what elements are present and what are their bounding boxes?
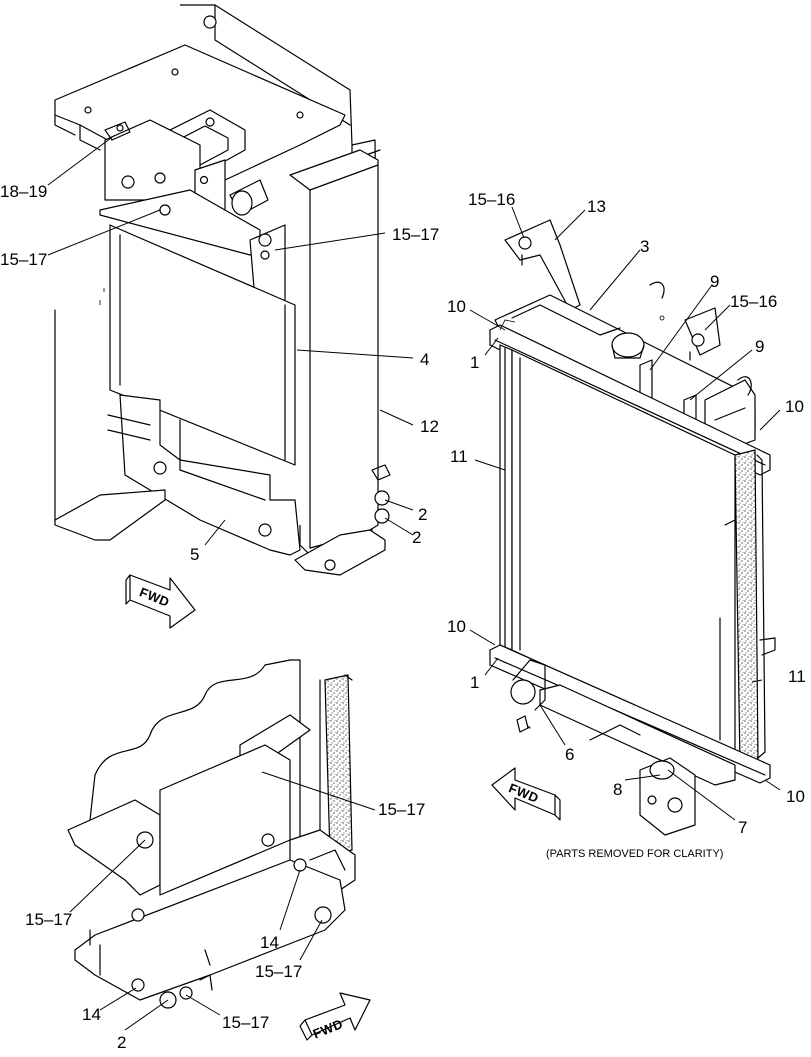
- callout-3: 3: [640, 237, 649, 256]
- callout-15-17-e: 15–17: [255, 962, 302, 981]
- callout-15-17-f: 15–17: [222, 1013, 269, 1032]
- callout-2-b: 2: [412, 528, 421, 547]
- callout-9-a: 9: [710, 272, 719, 291]
- callout-14-b: 14: [82, 1005, 101, 1024]
- callout-8: 8: [613, 780, 622, 799]
- callout-11-a: 11: [450, 447, 468, 466]
- callout-10-b: 10: [785, 397, 804, 416]
- callout-10-a: 10: [447, 297, 466, 316]
- callout-18-19: 18–19: [0, 182, 47, 201]
- callout-10-d: 10: [786, 787, 805, 806]
- callout-7: 7: [738, 818, 747, 837]
- callout-15-17-b: 15–17: [392, 225, 439, 244]
- detail-view: [67, 659, 356, 1009]
- leaders-right: [469, 206, 781, 821]
- leaders-top-left: [47, 134, 414, 546]
- radiator-assembly: [489, 219, 776, 836]
- callout-13: 13: [587, 197, 606, 216]
- callout-5: 5: [190, 545, 199, 564]
- fwd-arrow-right: FWD: [491, 767, 561, 821]
- callout-1-a: 1: [470, 353, 479, 372]
- fwd-arrow-top: FWD: [125, 574, 196, 629]
- callout-9-b: 9: [755, 337, 764, 356]
- callout-2-c: 2: [117, 1033, 126, 1052]
- callout-2-a: 2: [418, 505, 427, 524]
- callout-15-16-b: 15–16: [730, 292, 777, 311]
- callout-15-17-d: 15–17: [25, 910, 72, 929]
- callout-15-17-a: 15–17: [0, 250, 47, 269]
- leaders-bottom: [69, 771, 376, 1031]
- fwd-arrow-bottom: FWD: [299, 992, 371, 1042]
- note-parts-removed: (PARTS REMOVED FOR CLARITY): [546, 848, 723, 860]
- callout-10-c: 10: [447, 617, 466, 636]
- top-left-assembly: [54, 4, 391, 576]
- callout-15-16-a: 15–16: [468, 190, 515, 209]
- callout-1-b: 1: [470, 673, 479, 692]
- callout-11-b: 11: [788, 667, 806, 686]
- callout-6: 6: [565, 745, 574, 764]
- callout-12: 12: [420, 417, 439, 436]
- callout-14-a: 14: [260, 933, 279, 952]
- callout-4: 4: [420, 350, 429, 369]
- callout-15-17-c: 15–17: [378, 800, 425, 819]
